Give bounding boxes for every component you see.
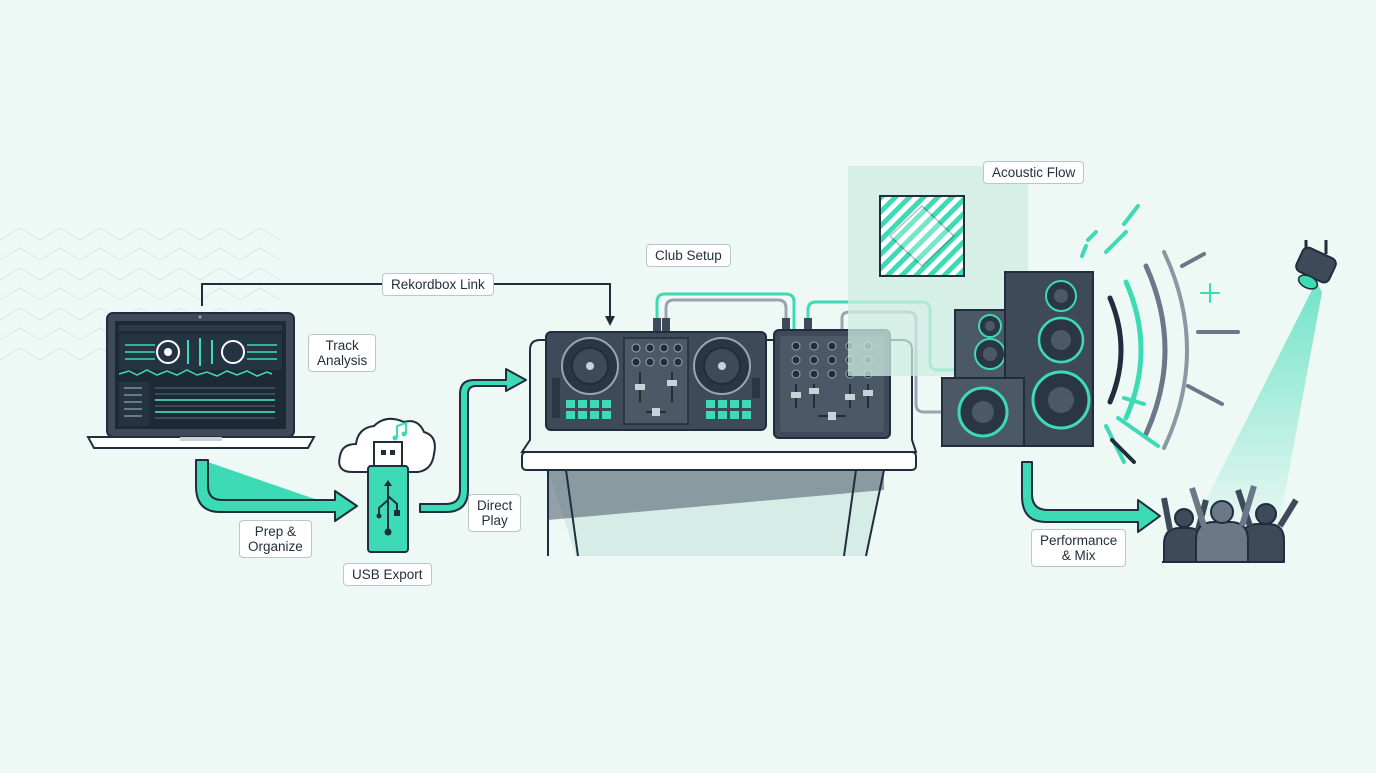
speaker-stack-icon — [941, 271, 1094, 447]
prep-organize-arrow-body — [195, 459, 358, 522]
acoustic-flow-text: Acoustic Flow — [992, 165, 1076, 180]
sound-waves-icon — [1080, 204, 1240, 464]
spotlight-icon — [1196, 240, 1337, 520]
music-note-icon — [392, 421, 407, 441]
prep-organize-label: Prep & Organize — [239, 520, 312, 558]
direct-play-label: Direct Play — [468, 494, 522, 532]
track-analysis-label: Track Analysis — [308, 334, 377, 372]
usb-export-label: USB Export — [343, 563, 432, 586]
rekordbox-link-label: Rekordbox Link — [382, 273, 494, 296]
club-setup-text: Club Setup — [655, 248, 722, 263]
direct-play-line-1: Direct — [477, 498, 513, 513]
performance-mix-line-1: Performance — [1040, 533, 1118, 548]
club-setup-label: Club Setup — [646, 244, 731, 267]
prep-organize-line-1: Prep & — [254, 524, 297, 539]
laptop-icon — [86, 312, 316, 449]
crowd-icon — [1161, 485, 1299, 563]
usb-export-text: USB Export — [352, 567, 423, 582]
dj-controller-icon — [545, 331, 767, 431]
track-analysis-line-1: Track — [325, 338, 359, 353]
performance-arrow — [1021, 461, 1161, 533]
prep-organize-line-2: Organize — [248, 539, 303, 554]
track-analysis-line-2: Analysis — [317, 353, 368, 368]
direct-play-line-2: Play — [481, 513, 508, 528]
direct-play-arrow — [419, 368, 527, 513]
acoustic-flow-label: Acoustic Flow — [983, 161, 1085, 184]
performance-mix-line-2: & Mix — [1061, 548, 1096, 563]
usb-drive-icon — [367, 441, 409, 553]
performance-mix-label: Performance & Mix — [1031, 529, 1127, 567]
rekordbox-link-text: Rekordbox Link — [391, 277, 485, 292]
